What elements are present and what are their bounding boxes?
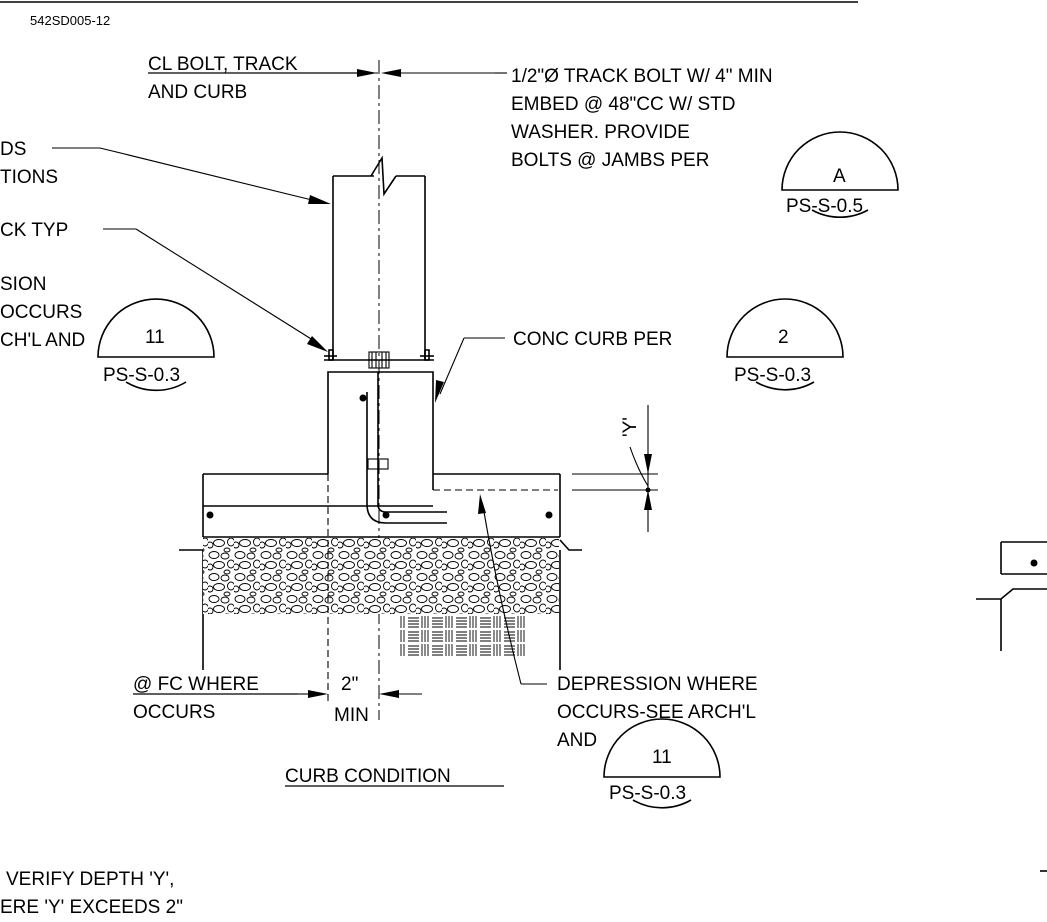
conc-curb-label: CONC CURB PER	[513, 329, 672, 350]
adjacent-detail-fragment	[976, 541, 1047, 872]
detail-title: CURB CONDITION	[285, 766, 504, 787]
min-dim-label: MIN	[334, 705, 369, 726]
detail-bottom-top: 11	[652, 747, 672, 768]
detail-title-text: CURB CONDITION	[285, 766, 451, 787]
depression-right-line-1: DEPRESSION WHERE	[557, 674, 758, 695]
depression-left-line-3: CH'L AND	[0, 330, 85, 351]
fc-where-line-1: @ FC WHERE	[133, 674, 259, 695]
track-bolt-line-2: EMBED @ 48"CC W/ STD	[511, 94, 736, 115]
track-callout: CK TYP	[0, 220, 328, 352]
depression-left-callout: SION OCCURS CH'L AND	[0, 274, 85, 351]
track-bolt-line-1: 1/2"Ø TRACK BOLT W/ 4" MIN	[511, 66, 773, 87]
detail-bubble-curb: 2 PS-S-0.3	[726, 298, 844, 391]
detail-bubble-bottom: 11 PS-S-0.3	[603, 718, 721, 809]
depth-y-dimension: 'Y'	[572, 405, 658, 532]
note-line-1: VERIFY DEPTH 'Y',	[6, 869, 174, 890]
fc-where-line-2: OCCURS	[133, 702, 215, 723]
depression-right-callout: DEPRESSION WHERE OCCURS-SEE ARCH'L AND	[478, 494, 758, 751]
depression-right-line-2: OCCURS-SEE ARCH'L	[557, 702, 756, 723]
cl-bolt-line-1: CL BOLT, TRACK	[148, 54, 298, 75]
note-line-2: ERE 'Y' EXCEEDS 2"	[0, 897, 183, 918]
cl-bolt-line-2: AND CURB	[148, 82, 247, 103]
detail-a-top: A	[833, 166, 846, 187]
detail-bubble-left: 11 PS-S-0.3	[97, 298, 215, 392]
studs-line-1: DS	[0, 139, 26, 160]
detail-bottom-bottom: PS-S-0.3	[609, 783, 686, 804]
fc-where-callout: @ FC WHERE OCCURS 2" MIN	[133, 674, 422, 726]
detail-curb-top: 2	[778, 327, 789, 348]
depression-left-line-2: OCCURS	[0, 302, 82, 323]
detail-a-bottom: PS-S-0.5	[786, 196, 863, 217]
depression-left-line-1: SION	[0, 274, 46, 295]
gravel-fill	[203, 538, 559, 656]
detail-bubble-a: A PS-S-0.5	[781, 131, 899, 219]
cl-bolt-callout: CL BOLT, TRACK AND CURB	[148, 54, 495, 103]
detail-curb-bottom: PS-S-0.3	[734, 365, 811, 386]
conc-curb-callout: CONC CURB PER	[435, 329, 672, 403]
studs-callout: DS TIONS	[0, 139, 331, 204]
track-bolt-line-4: BOLTS @ JAMBS PER	[511, 150, 709, 171]
depression-right-line-3: AND	[557, 730, 597, 751]
studs-line-2: TIONS	[0, 167, 58, 188]
notes: VERIFY DEPTH 'Y', ERE 'Y' EXCEEDS 2"	[0, 869, 183, 918]
min-dim-value: 2"	[341, 674, 358, 695]
track-bolt-line-3: WASHER. PROVIDE	[511, 122, 690, 143]
dim-y-label: 'Y'	[620, 417, 641, 437]
detail-left-bottom: PS-S-0.3	[103, 365, 180, 386]
track-line-1: CK TYP	[0, 220, 68, 241]
conc-curb	[327, 371, 434, 474]
sheet-id: 542SD005-12	[30, 13, 110, 28]
track-bolt-note: 1/2"Ø TRACK BOLT W/ 4" MIN EMBED @ 48"CC…	[495, 66, 773, 171]
detail-left-top: 11	[145, 327, 165, 348]
